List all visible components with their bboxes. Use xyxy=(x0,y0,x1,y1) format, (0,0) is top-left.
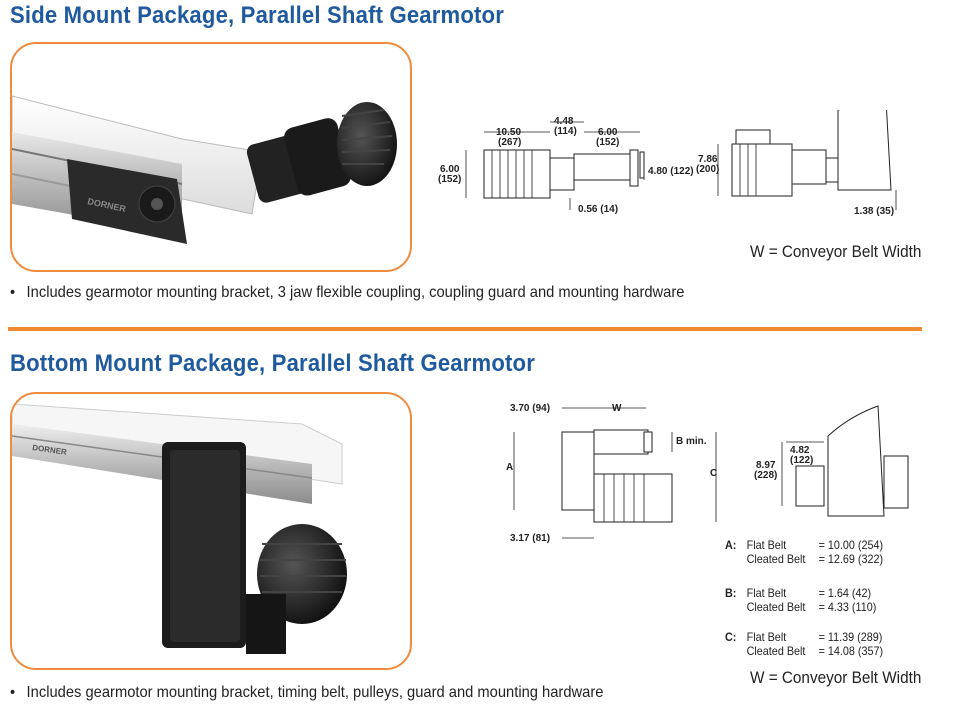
bottom-w-label: W = Conveyor Belt Width xyxy=(750,668,922,687)
dim-bottom-d4: 8.97 xyxy=(756,460,776,471)
bullet-dot: • xyxy=(10,284,16,301)
spec-name: Cleated Belt xyxy=(746,644,806,658)
bottom-bullet-text: Includes gearmotor mounting bracket, tim… xyxy=(26,684,604,701)
spec-value: = 14.08 (357) xyxy=(818,644,884,658)
spec-value: = 1.64 (42) xyxy=(818,586,872,600)
spec-value: = 4.33 (110) xyxy=(818,600,877,614)
dim-bottom-d3mm: (122) xyxy=(790,455,813,466)
dim-side-d3mm: (152) xyxy=(596,137,619,148)
spec-value: = 10.00 (254) xyxy=(818,538,884,552)
spec-value: = 12.69 (322) xyxy=(818,552,884,566)
bottom-bullet: • Includes gearmotor mounting bracket, ti… xyxy=(10,684,603,702)
dim-side-d4mm: (152) xyxy=(438,174,461,185)
dim-bottom-c: C xyxy=(710,468,717,479)
dim-side-d3: 6.00 xyxy=(598,127,618,138)
dim-side-d2mm: (114) xyxy=(554,126,577,137)
bullet-dot: • xyxy=(10,684,16,701)
side-mount-diagram: 10.50 (267) 4.48 (114) 6.00 (152) 6.00 (… xyxy=(438,110,897,217)
dim-bottom-d1: 3.70 (94) xyxy=(510,403,550,414)
dim-bottom-d2: 3.17 (81) xyxy=(510,533,550,544)
spec-key: B: xyxy=(725,586,737,600)
spec-name: Cleated Belt xyxy=(746,600,806,614)
spec-name: Cleated Belt xyxy=(746,552,806,566)
dim-bottom-w: W xyxy=(612,403,622,414)
dim-side-d1mm: (267) xyxy=(498,137,521,148)
section-divider xyxy=(8,327,922,331)
dim-side-d8: 1.38 (35) xyxy=(854,206,894,217)
dim-bottom-d4mm: (228) xyxy=(754,470,777,481)
side-mount-photo: DORNER xyxy=(10,42,412,272)
spec-key: A: xyxy=(725,538,737,552)
spec-name: Flat Belt xyxy=(746,538,787,552)
dim-side-d4: 6.00 xyxy=(440,164,460,175)
bottom-mount-title: Bottom Mount Package, Parallel Shaft Gea… xyxy=(10,350,536,377)
spec-key: C: xyxy=(725,630,737,644)
side-w-label: W = Conveyor Belt Width xyxy=(750,242,922,261)
dim-bottom-a: A xyxy=(506,462,513,473)
dim-side-d1: 10.50 xyxy=(496,127,521,138)
side-bullet: • Includes gearmotor mounting bracket, 3 … xyxy=(10,284,684,302)
dim-side-d5: 4.80 (122) xyxy=(648,166,694,177)
spec-name: Flat Belt xyxy=(746,586,787,600)
dim-side-d6: 0.56 (14) xyxy=(578,204,618,215)
side-mount-title: Side Mount Package, Parallel Shaft Gearm… xyxy=(10,2,504,29)
dim-side-d7mm: (200) xyxy=(696,164,719,175)
motor-outline xyxy=(483,149,551,199)
dim-side-d7: 7.86 xyxy=(698,154,718,165)
spec-name: Flat Belt xyxy=(746,630,787,644)
spec-value: = 11.39 (289) xyxy=(818,630,883,644)
dim-bottom-d3: 4.82 xyxy=(790,445,810,456)
bottom-mount-diagram: 3.70 (94) W B min. A C 3.17 (81) 4.82 (1… xyxy=(506,403,909,544)
side-bullet-text: Includes gearmotor mounting bracket, 3 j… xyxy=(26,284,685,301)
dim-side-d2: 4.48 xyxy=(554,116,574,127)
dim-bottom-bmin: B min. xyxy=(676,436,707,447)
bottom-mount-photo: DORNER xyxy=(10,392,412,670)
